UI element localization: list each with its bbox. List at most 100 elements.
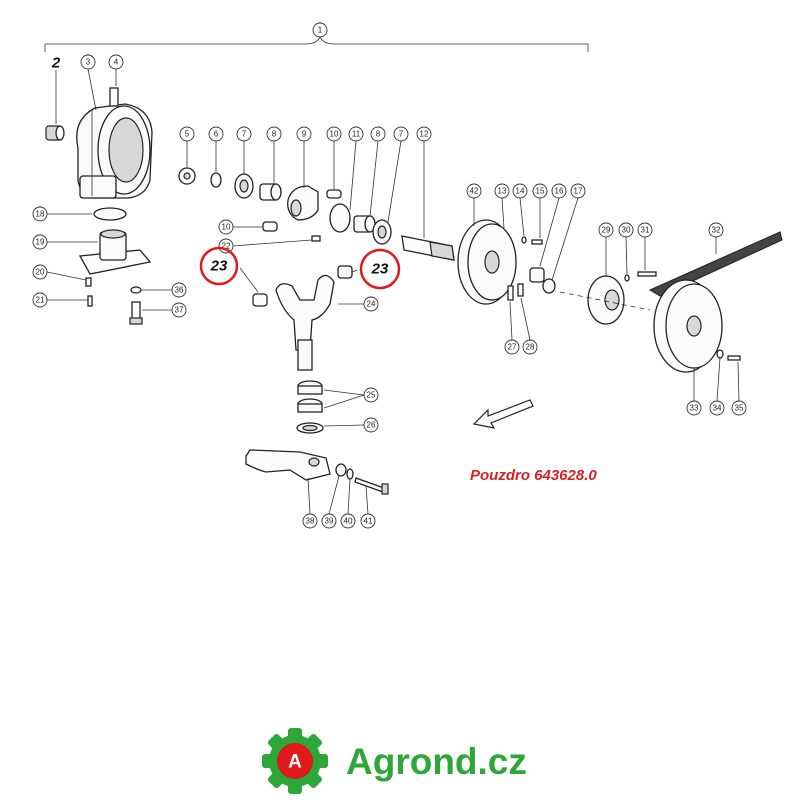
callout-31-label: 31 [641, 226, 650, 235]
callout-8-right-label: 8 [376, 130, 381, 139]
callout-26-label: 26 [367, 421, 376, 430]
callout-29-label: 29 [602, 226, 611, 235]
callout-31: 31 [637, 222, 653, 238]
part-42-flange [457, 198, 517, 305]
brand-name[interactable]: Agrond.cz [346, 741, 527, 782]
callout-29: 29 [598, 222, 614, 238]
callout-1: 1 [312, 22, 328, 38]
callout-23-right-label: 23 [371, 261, 389, 278]
callout-34: 34 [709, 400, 725, 416]
part-26-ring [296, 422, 365, 434]
part-30-washer [624, 236, 630, 282]
callout-10-top-label: 10 [330, 130, 339, 139]
callout-21: 21 [32, 292, 48, 308]
callout-42: 42 [466, 183, 482, 199]
callout-40-label: 40 [344, 517, 353, 526]
callout-35: 35 [731, 400, 747, 416]
callout-30-label: 30 [622, 226, 631, 235]
part-7-bearing-right [372, 140, 402, 245]
callout-5-label: 5 [185, 130, 190, 139]
part-36-washer [130, 286, 172, 294]
callout-16: 16 [551, 183, 567, 199]
part-10-pin-lower [233, 221, 278, 232]
callout-12-label: 12 [420, 130, 429, 139]
callout-23-right: 23 [359, 248, 401, 290]
callout-6-label: 6 [214, 130, 219, 139]
part-8-cup [259, 141, 282, 201]
part-37-bolt [129, 301, 172, 325]
callout-8-top: 8 [266, 126, 282, 142]
callout-14: 14 [512, 183, 528, 199]
callout-38-label: 38 [306, 517, 315, 526]
callout-32: 32 [708, 222, 724, 238]
part-29-hub [587, 237, 625, 325]
part-note: Pouzdro 643628.0 [470, 467, 597, 484]
callout-32-label: 32 [712, 226, 721, 235]
assembly-axis [559, 291, 651, 311]
callout-38: 38 [302, 513, 318, 529]
callout-13: 13 [494, 183, 510, 229]
part-31-bolt [637, 237, 657, 277]
callout-17: 17 [570, 183, 586, 199]
callout-3-label: 3 [86, 58, 91, 67]
part-6-circlip [210, 141, 222, 188]
callout-14-label: 14 [516, 187, 525, 196]
part-19-flange-housing [47, 229, 152, 275]
part-5-gear-washer [178, 141, 196, 185]
part-9-knuckle [287, 141, 319, 221]
callout-2-label: 2 [51, 55, 61, 72]
callout-33-label: 33 [690, 404, 699, 413]
bushing-2 [45, 70, 65, 141]
part-18-oring [47, 207, 127, 221]
part-23-bushing-right [337, 265, 358, 279]
part-38-lever [245, 449, 331, 515]
callout-36-label: 36 [175, 286, 184, 295]
callout-16-label: 16 [555, 187, 564, 196]
callout-10-lower-label: 10 [222, 223, 231, 232]
part-14-washer [519, 197, 527, 244]
part-7-bearing [234, 141, 254, 199]
callout-21-label: 21 [36, 296, 45, 305]
callout-11-label: 11 [352, 130, 361, 139]
callout-18: 18 [32, 206, 48, 222]
part-21-screw [47, 295, 93, 307]
part-34-washer [716, 349, 724, 402]
callout-20: 20 [32, 264, 48, 280]
callout-19: 19 [32, 234, 48, 250]
agrond-logo[interactable]: A Agrond.cz [262, 728, 527, 794]
callout-42-label: 42 [470, 187, 479, 196]
part-33-pulley [653, 279, 723, 401]
callout-9: 9 [296, 126, 312, 142]
callout-3: 3 [80, 54, 97, 111]
gear-logo-icon [262, 728, 328, 794]
callout-20-label: 20 [36, 268, 45, 277]
callout-4: 4 [108, 54, 124, 86]
part-35-bolt [727, 355, 741, 402]
part-40-washer [346, 468, 354, 515]
part-22-pin [232, 235, 321, 247]
callout-2: 2 [51, 55, 61, 72]
callout-15: 15 [532, 183, 548, 199]
part-10-pin-top [326, 141, 342, 199]
part-17-ring [542, 197, 579, 294]
part-39-nut [328, 463, 347, 515]
callout-18-label: 18 [36, 210, 45, 219]
assembly-bracket [44, 35, 589, 52]
callout-9-label: 9 [302, 130, 307, 139]
callout-5: 5 [179, 126, 195, 142]
callout-17-label: 17 [574, 187, 583, 196]
logo-letter: A [288, 752, 302, 773]
callout-27: 27 [504, 339, 520, 355]
part-15-bolt [531, 198, 543, 245]
callout-25: 25 [363, 387, 379, 403]
callout-4-label: 4 [114, 58, 119, 67]
part-24-yoke [275, 274, 364, 371]
callout-41-label: 41 [364, 517, 373, 526]
callout-35-label: 35 [735, 404, 744, 413]
part-20-nipple [46, 271, 92, 287]
callout-8-right: 8 [370, 126, 386, 142]
callout-34-label: 34 [713, 404, 722, 413]
callout-12: 12 [416, 126, 432, 142]
callout-39-label: 39 [325, 517, 334, 526]
